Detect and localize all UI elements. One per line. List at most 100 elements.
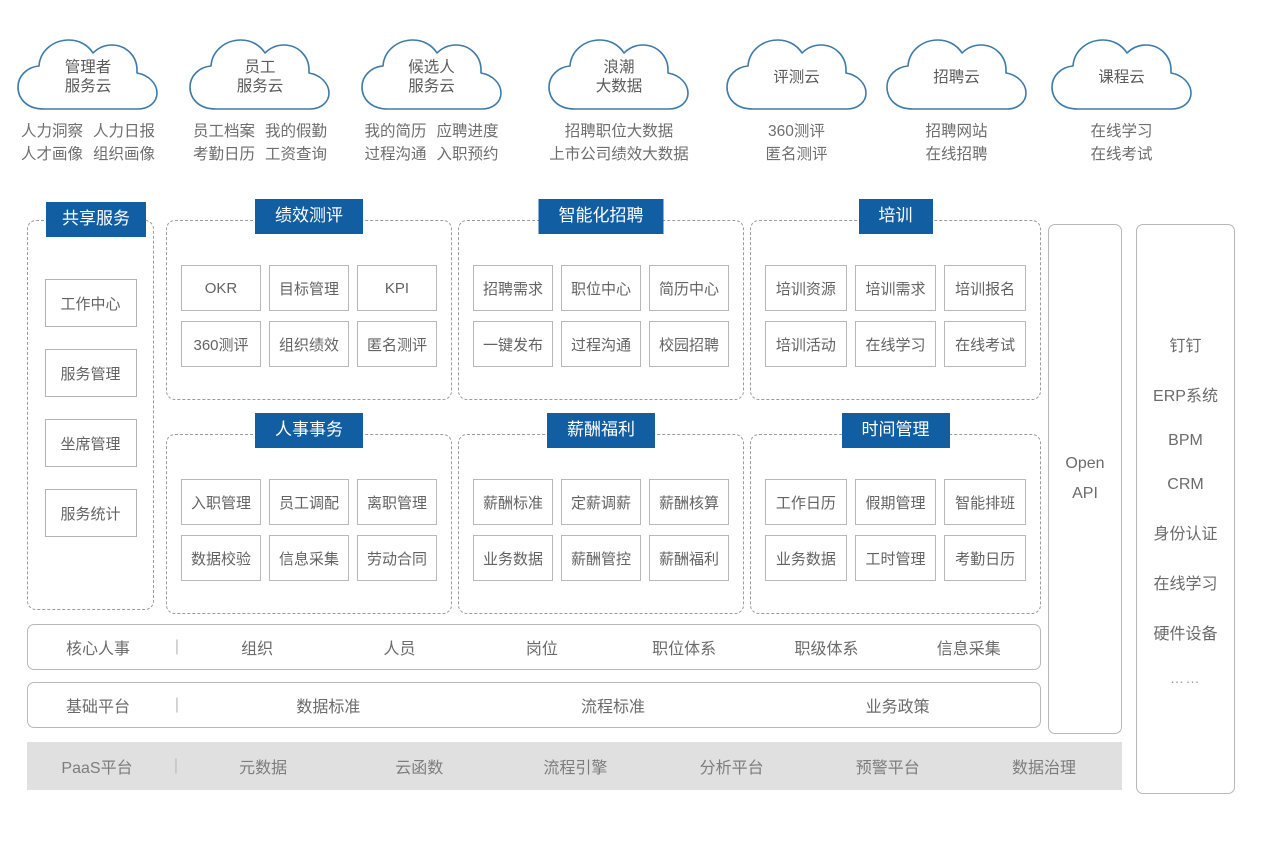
cloud-feature-item[interactable]: 我的简历 xyxy=(364,123,427,140)
cloud-feature-list: 人力洞察人力日报人才画像组织画像 xyxy=(21,120,155,166)
foundation-bar-cell[interactable]: 数据标准 xyxy=(296,699,361,716)
cloud-feature-item[interactable]: 人才画像 xyxy=(20,146,83,163)
foundation-bar-cell[interactable]: 预警平台 xyxy=(855,760,920,777)
shared-service-item-3[interactable]: 服务统计 xyxy=(44,489,137,537)
cloud-service-3[interactable]: 浪潮大数据招聘职位大数据上市公司绩效大数据 xyxy=(519,30,719,190)
foundation-bar-cell[interactable]: 云函数 xyxy=(395,760,444,777)
module-tile[interactable]: 培训报名 xyxy=(944,265,1026,311)
cloud-feature-item[interactable]: 匿名测评 xyxy=(765,146,828,163)
cloud-shape-icon: 候选人服务云 xyxy=(358,30,506,112)
module-tile[interactable]: 信息采集 xyxy=(269,535,349,581)
foundation-bar-cell[interactable]: 数据治理 xyxy=(1011,760,1076,777)
cloud-feature-item[interactable]: 人力洞察 xyxy=(20,123,83,140)
integration-item[interactable]: 硬件设备 xyxy=(1153,626,1218,643)
foundation-bar-cell[interactable]: 人员 xyxy=(383,641,416,658)
shared-service-item-1[interactable]: 服务管理 xyxy=(44,349,137,397)
shared-service-item-0[interactable]: 工作中心 xyxy=(44,279,137,327)
integration-item[interactable]: 钉钉 xyxy=(1169,338,1202,355)
integration-item[interactable]: 身份认证 xyxy=(1153,526,1218,543)
module-tile[interactable]: 薪酬管控 xyxy=(561,535,641,581)
foundation-bar-cell[interactable]: 流程标准 xyxy=(581,699,646,716)
module-tile[interactable]: 职位中心 xyxy=(561,265,641,311)
module-panel-title: 时间管理 xyxy=(841,413,950,448)
foundation-bar-cell[interactable]: 职位体系 xyxy=(652,641,717,658)
module-tile[interactable]: 组织绩效 xyxy=(269,321,349,367)
module-tile[interactable]: 校园招聘 xyxy=(649,321,729,367)
module-tile[interactable]: OKR xyxy=(181,265,261,311)
cloud-feature-item[interactable]: 在线学习 xyxy=(1090,123,1153,140)
cloud-feature-item[interactable]: 招聘网站 xyxy=(925,123,988,140)
module-tile-grid: 工作日历假期管理智能排班业务数据工时管理考勤日历 xyxy=(765,479,1026,581)
cloud-feature-row: 匿名测评 xyxy=(765,143,827,166)
cloud-feature-item[interactable]: 人力日报 xyxy=(93,123,156,140)
module-tile[interactable]: 工时管理 xyxy=(854,535,937,581)
module-tile[interactable]: 在线学习 xyxy=(854,321,937,367)
cloud-feature-item[interactable]: 上市公司绩效大数据 xyxy=(549,146,689,163)
module-tile[interactable]: KPI xyxy=(357,265,437,311)
module-tile[interactable]: 智能排班 xyxy=(944,479,1026,525)
module-tile[interactable]: 过程沟通 xyxy=(561,321,641,367)
cloud-feature-item[interactable]: 工资查询 xyxy=(265,146,328,163)
foundation-bar-label: 核心人事 xyxy=(65,641,130,658)
foundation-bar-cell[interactable]: 信息采集 xyxy=(936,641,1001,658)
foundation-bar-cell[interactable]: 元数据 xyxy=(239,760,288,777)
foundation-bar-cell[interactable]: 业务政策 xyxy=(865,699,930,716)
module-tile[interactable]: 薪酬福利 xyxy=(649,535,729,581)
module-tile[interactable]: 劳动合同 xyxy=(357,535,437,581)
cloud-service-6[interactable]: 课程云在线学习在线考试 xyxy=(1039,30,1204,190)
foundation-bar-cell[interactable]: 职级体系 xyxy=(794,641,859,658)
foundation-bar-cell[interactable]: 组织 xyxy=(241,641,274,658)
module-tile[interactable]: 工作日历 xyxy=(765,479,847,525)
module-tile[interactable]: 考勤日历 xyxy=(944,535,1026,581)
module-tile[interactable]: 培训需求 xyxy=(854,265,937,311)
cloud-service-1[interactable]: 员工服务云员工档案我的假勤考勤日历工资查询 xyxy=(176,30,344,190)
integration-item[interactable]: ERP系统 xyxy=(1153,388,1218,405)
module-tile[interactable]: 定薪调薪 xyxy=(561,479,641,525)
shared-service-item-2[interactable]: 坐席管理 xyxy=(44,419,137,467)
module-tile[interactable]: 在线考试 xyxy=(944,321,1026,367)
cloud-feature-item[interactable]: 360测评 xyxy=(768,123,825,140)
cloud-service-0[interactable]: 管理者服务云人力洞察人力日报人才画像组织画像 xyxy=(0,30,176,190)
cloud-feature-item[interactable]: 在线招聘 xyxy=(925,146,988,163)
module-tile[interactable]: 薪酬标准 xyxy=(473,479,553,525)
cloud-feature-row: 考勤日历工资查询 xyxy=(193,143,327,166)
cloud-feature-row: 我的简历应聘进度 xyxy=(364,120,498,143)
module-tile[interactable]: 培训资源 xyxy=(765,265,847,311)
module-tile[interactable]: 入职管理 xyxy=(181,479,261,525)
foundation-bar-cell[interactable]: 流程引擎 xyxy=(543,760,608,777)
cloud-feature-item[interactable]: 组织画像 xyxy=(93,146,156,163)
module-tile[interactable]: 业务数据 xyxy=(765,535,847,581)
module-tile[interactable]: 360测评 xyxy=(181,321,261,367)
cloud-feature-item[interactable]: 我的假勤 xyxy=(265,123,328,140)
cloud-feature-item[interactable]: 入职预约 xyxy=(436,146,499,163)
module-tile[interactable]: 薪酬核算 xyxy=(649,479,729,525)
cloud-feature-item[interactable]: 过程沟通 xyxy=(364,146,427,163)
cloud-service-5[interactable]: 招聘云招聘网站在线招聘 xyxy=(874,30,1039,190)
integration-item[interactable]: CRM xyxy=(1167,476,1204,493)
module-tile[interactable]: 简历中心 xyxy=(649,265,729,311)
integration-item[interactable]: 在线学习 xyxy=(1153,576,1218,593)
cloud-feature-item[interactable]: 考勤日历 xyxy=(192,146,255,163)
module-tile[interactable]: 员工调配 xyxy=(269,479,349,525)
cloud-title: 课程云 xyxy=(1098,56,1145,87)
module-tile[interactable]: 数据校验 xyxy=(181,535,261,581)
module-tile[interactable]: 一键发布 xyxy=(473,321,553,367)
integration-item[interactable]: BPM xyxy=(1168,432,1203,449)
cloud-service-2[interactable]: 候选人服务云我的简历应聘进度过程沟通入职预约 xyxy=(344,30,519,190)
cloud-feature-item[interactable]: 员工档案 xyxy=(192,123,255,140)
module-tile[interactable]: 培训活动 xyxy=(765,321,847,367)
module-tile[interactable]: 业务数据 xyxy=(473,535,553,581)
module-tile[interactable]: 目标管理 xyxy=(269,265,349,311)
module-tile[interactable]: 离职管理 xyxy=(357,479,437,525)
module-tile[interactable]: 招聘需求 xyxy=(473,265,553,311)
module-tile-grid: 薪酬标准定薪调薪薪酬核算业务数据薪酬管控薪酬福利 xyxy=(473,479,729,581)
foundation-bar-cell[interactable]: 分析平台 xyxy=(699,760,764,777)
cloud-feature-item[interactable]: 在线考试 xyxy=(1090,146,1153,163)
cloud-feature-item[interactable]: 应聘进度 xyxy=(436,123,499,140)
divider: | xyxy=(174,696,180,713)
foundation-bar-cell[interactable]: 岗位 xyxy=(525,641,558,658)
module-tile[interactable]: 假期管理 xyxy=(854,479,937,525)
module-tile[interactable]: 匿名测评 xyxy=(357,321,437,367)
cloud-feature-item[interactable]: 招聘职位大数据 xyxy=(564,123,674,140)
